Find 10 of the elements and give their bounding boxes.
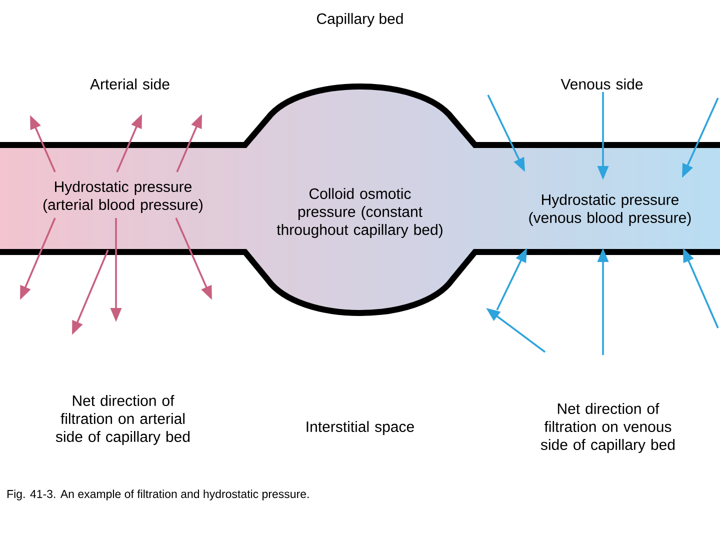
side-label: Arterial side (90, 78, 170, 90)
caption: Fig. 41-3. An example of filtration and hydrostatic pressure. (7, 490, 309, 500)
side-label: Venous side (560, 78, 643, 90)
filtration-note: Net direction of filtration on arterial side of capillary bed (56, 395, 190, 445)
space-label: Interstitial space (306, 421, 414, 435)
pressure-label: Hydrostatic pressure (arterial blood pressure) (43, 181, 202, 213)
pressure-label: Hydrostatic pressure (venous blood pressure) (529, 194, 691, 226)
title: Capillary bed (317, 13, 403, 27)
filtration-note: Net direction of filtration on venous side of capillary bed (540, 403, 675, 453)
pressure-label: Colloid osmotic pressure (constant throughout capillary bed) (276, 188, 442, 238)
